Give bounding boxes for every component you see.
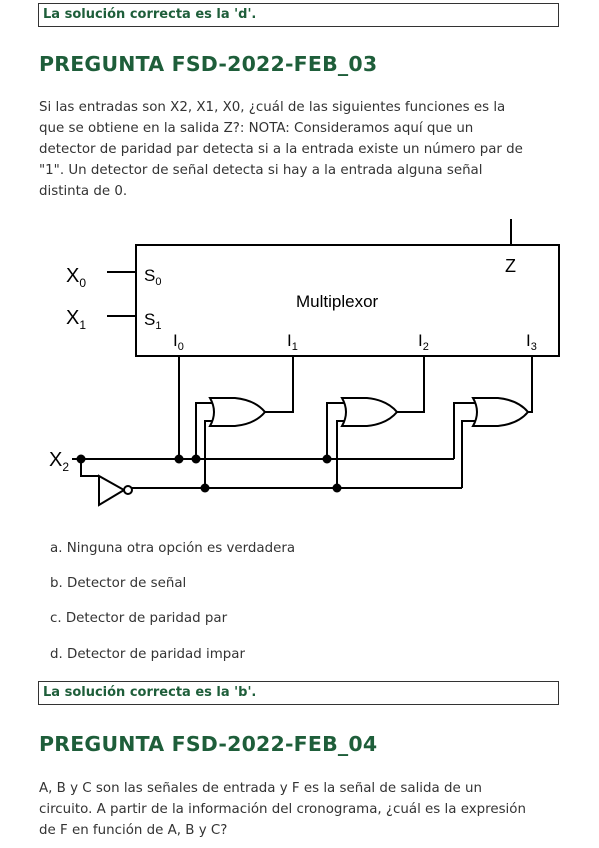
x0-label: X0 [66, 265, 86, 290]
multiplexer-label: Multiplexor [296, 292, 379, 311]
s1-label: S1 [144, 310, 161, 332]
multiplexer-block [135, 244, 560, 357]
question-text-line: detector de paridad par detecta si a la … [39, 142, 523, 157]
question-title-04: PREGUNTA FSD-2022-FEB_04 [39, 732, 378, 756]
question-text-line: de F en función de A, B y C? [39, 823, 228, 838]
question-text-line: "1". Un detector de señal detecta si hay… [39, 163, 483, 178]
output-z-label: Z [505, 256, 516, 276]
question-text-line: A, B y C son las señales de entrada y F … [39, 781, 482, 796]
inverter-bubble [123, 485, 133, 495]
i1-label: I1 [287, 331, 298, 353]
i2-label: I2 [418, 331, 429, 353]
question-text-line: Si las entradas son X2, X1, X0, ¿cuál de… [39, 100, 506, 115]
or-gate-3 [471, 397, 530, 427]
answer-option-d: d. Detector de paridad impar [50, 647, 245, 662]
or-gate-2 [340, 397, 399, 427]
x1-label: X1 [66, 307, 86, 332]
or-gate-1 [208, 397, 267, 427]
i0-label: I0 [173, 331, 184, 353]
inverter-gate [98, 474, 126, 507]
x2-label: X2 [49, 449, 69, 474]
solution-box-03: La solución correcta es la 'b'. [38, 681, 559, 705]
question-text-04: A, B y C son las señales de entrada y F … [39, 778, 559, 841]
answer-option-a: a. Ninguna otra opción es verdadera [50, 541, 296, 556]
s0-label: S0 [144, 266, 161, 288]
question-title-03: PREGUNTA FSD-2022-FEB_03 [39, 52, 378, 76]
solution-box-previous: La solución correcta es la 'd'. [38, 3, 559, 27]
question-text-line: distinta de 0. [39, 184, 128, 199]
question-text-line: que se obtiene en la salida Z?: NOTA: Co… [39, 121, 474, 136]
question-text-03: Si las entradas son X2, X1, X0, ¿cuál de… [39, 97, 559, 202]
answer-option-b: b. Detector de señal [50, 576, 187, 591]
i3-label: I3 [526, 331, 537, 353]
multiplexer-circuit-diagram: Multiplexor Z X0 X1 S0 S1 I0 I1 I2 I3 X2 [49, 219, 560, 507]
question-text-line: circuito. A partir de la información del… [39, 802, 526, 817]
answer-option-c: c. Detector de paridad par [50, 611, 228, 626]
